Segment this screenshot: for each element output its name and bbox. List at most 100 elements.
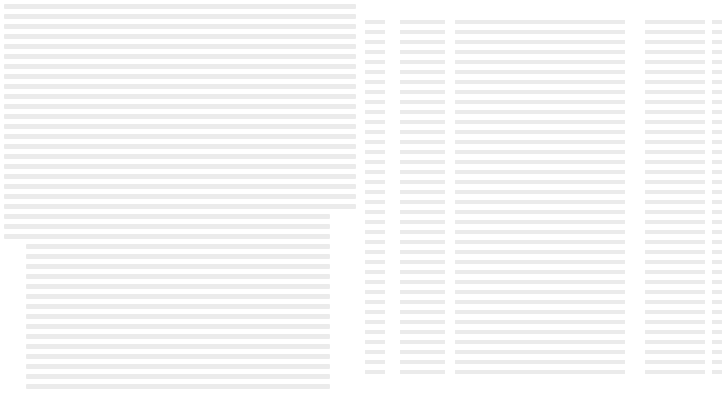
faded-table-cell [455, 270, 625, 274]
faded-table-cell [645, 140, 705, 144]
faded-table-cell [455, 200, 625, 204]
faded-text-line [4, 4, 356, 9]
faded-text-line [26, 264, 330, 269]
faded-table-cell [400, 180, 445, 184]
faded-table-cell [365, 150, 385, 154]
faded-table-cell [365, 100, 385, 104]
faded-table-cell [645, 30, 705, 34]
faded-table-cell [712, 230, 722, 234]
faded-table-cell [455, 190, 625, 194]
faded-table-cell [365, 280, 385, 284]
faded-table-cell [712, 30, 722, 34]
faded-table-cell [455, 100, 625, 104]
faded-table-cell [455, 60, 625, 64]
faded-table-cell [400, 90, 445, 94]
faded-text-line [26, 244, 330, 249]
faded-table-cell [455, 360, 625, 364]
faded-table-cell [712, 280, 722, 284]
faded-text-line [26, 304, 330, 309]
faded-text-line [26, 284, 330, 289]
faded-table-cell [365, 160, 385, 164]
faded-table-cell [645, 230, 705, 234]
faded-text-line [4, 224, 330, 229]
faded-table-cell [455, 250, 625, 254]
faded-table-cell [365, 230, 385, 234]
faded-table-cell [712, 180, 722, 184]
faded-table-cell [365, 260, 385, 264]
faded-table-cell [645, 340, 705, 344]
faded-table-cell [400, 280, 445, 284]
faded-text-line [4, 214, 330, 219]
faded-table-cell [455, 180, 625, 184]
faded-table-cell [455, 280, 625, 284]
faded-table-cell [400, 190, 445, 194]
faded-table-cell [365, 50, 385, 54]
faded-table-cell [365, 170, 385, 174]
faded-table-cell [455, 150, 625, 154]
faded-table-cell [365, 190, 385, 194]
faded-table-cell [712, 160, 722, 164]
faded-table-cell [365, 30, 385, 34]
faded-text-line [4, 124, 356, 129]
faded-table-cell [712, 20, 722, 24]
faded-table-cell [400, 360, 445, 364]
faded-text-line [26, 294, 330, 299]
faded-table-cell [712, 360, 722, 364]
faded-text-line [26, 374, 330, 379]
faded-table-cell [400, 170, 445, 174]
faded-text-line [26, 314, 330, 319]
faded-text-line [4, 114, 356, 119]
faded-table-cell [365, 140, 385, 144]
faded-table-cell [400, 200, 445, 204]
faded-table-cell [365, 130, 385, 134]
faded-table-cell [400, 310, 445, 314]
faded-table-cell [645, 150, 705, 154]
faded-table-cell [645, 190, 705, 194]
faded-table-cell [365, 250, 385, 254]
faded-table-cell [712, 220, 722, 224]
faded-table-cell [455, 230, 625, 234]
faded-table-cell [365, 310, 385, 314]
faded-table-cell [712, 60, 722, 64]
faded-table-cell [645, 60, 705, 64]
faded-table-cell [365, 350, 385, 354]
faded-table-cell [455, 370, 625, 374]
faded-table-cell [645, 70, 705, 74]
faded-table-cell [455, 90, 625, 94]
faded-table-cell [645, 310, 705, 314]
faded-table-cell [712, 370, 722, 374]
faded-table-cell [400, 230, 445, 234]
faded-table-cell [400, 350, 445, 354]
faded-text-line [26, 364, 330, 369]
faded-table-cell [400, 150, 445, 154]
faded-text-line [26, 324, 330, 329]
faded-text-line [4, 144, 356, 149]
faded-table-cell [400, 340, 445, 344]
faded-table-cell [645, 110, 705, 114]
faded-table-cell [712, 40, 722, 44]
faded-table-cell [400, 140, 445, 144]
faded-text-line [26, 344, 330, 349]
faded-text-line [4, 104, 356, 109]
faded-table-cell [365, 340, 385, 344]
faded-table-cell [645, 240, 705, 244]
faded-table-cell [365, 300, 385, 304]
faded-text-line [4, 24, 356, 29]
faded-table-cell [712, 240, 722, 244]
faded-table-cell [400, 120, 445, 124]
faded-table-cell [365, 370, 385, 374]
faded-table-cell [400, 110, 445, 114]
faded-table-cell [455, 130, 625, 134]
faded-table-cell [400, 130, 445, 134]
faded-table-cell [645, 50, 705, 54]
faded-table-cell [400, 210, 445, 214]
faded-table-cell [712, 130, 722, 134]
faded-table-cell [712, 340, 722, 344]
faded-text-line [4, 64, 356, 69]
faded-table-cell [645, 300, 705, 304]
faded-table-cell [645, 130, 705, 134]
faded-text-line [4, 84, 356, 89]
faded-table-cell [455, 50, 625, 54]
faded-table-cell [712, 110, 722, 114]
faded-table-cell [365, 210, 385, 214]
